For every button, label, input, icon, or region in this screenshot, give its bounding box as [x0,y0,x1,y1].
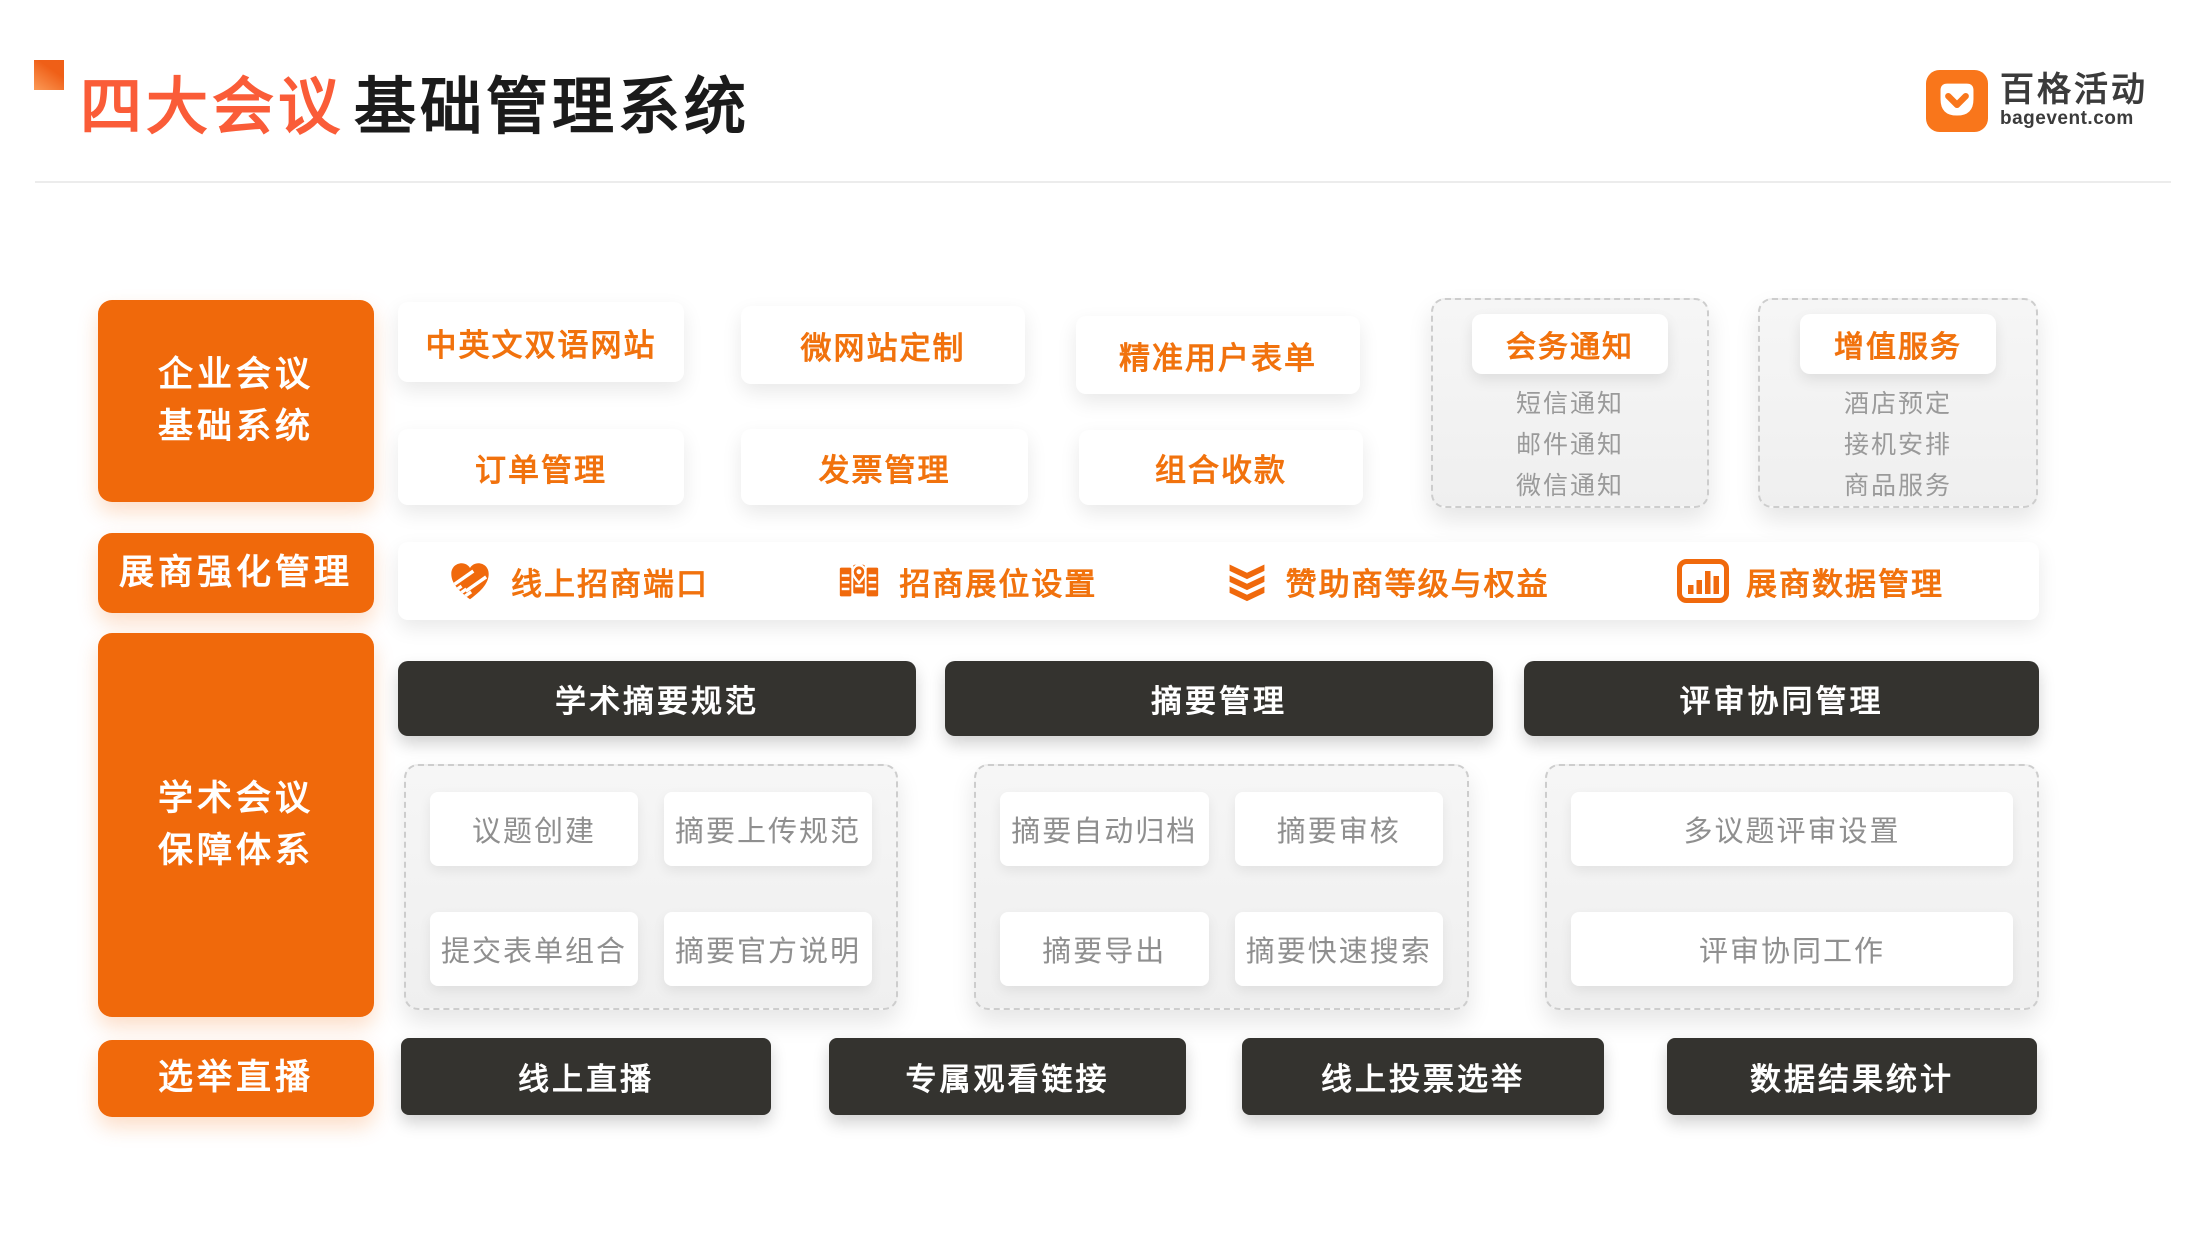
title-accent-square-icon [34,60,64,90]
section-label-line: 企业会议 [157,354,314,394]
abstract-spec-group: 议题创建 摘要上传规范 提交表单组合 摘要官方说明 [404,764,898,1010]
feature-card: 订单管理 [398,429,684,505]
exhibitor-feature: 招商展位设置 [836,558,1097,604]
group-item: 微信通知 [1515,472,1624,500]
header-divider [35,181,2171,183]
sub-card: 摘要自动归档 [1000,792,1209,866]
exhibitor-feature-label: 展商数据管理 [1745,566,1944,602]
exhibitor-feature: 赞助商等级与权益 [1225,558,1550,604]
section-label-election: 选举直播 [98,1040,374,1117]
notice-group: 会务通知 短信通知 邮件通知 微信通知 [1431,298,1709,508]
feature-card: 微网站定制 [741,306,1025,384]
exhibitor-feature-label: 线上招商端口 [511,566,709,602]
page-title-accent: 四大会议 [80,73,345,142]
exhibitor-feature-label: 赞助商等级与权益 [1285,566,1550,602]
exhibitor-feature-label: 招商展位设置 [899,566,1098,602]
group-item: 短信通知 [1515,390,1624,418]
sub-card: 摘要快速搜索 [1234,912,1443,986]
sponsor-tiers-icon [1229,564,1265,602]
section-label-line: 选举直播 [157,1058,314,1098]
bagevent-pocket-logo-icon [1926,70,1988,132]
feature-card: 中英文双语网站 [398,302,684,382]
abstract-management-group: 摘要自动归档 摘要审核 摘要导出 摘要快速搜索 [974,764,1469,1010]
group-item: 酒店预定 [1843,390,1952,418]
group-item: 商品服务 [1843,472,1952,500]
section-label-academic: 学术会议 保障体系 [98,633,374,1017]
group-item: 邮件通知 [1515,431,1624,459]
group-item: 接机安排 [1843,431,1952,459]
group-title: 会务通知 [1472,314,1668,374]
group-items: 酒店预定 接机安排 商品服务 [1760,384,2036,507]
election-feature: 数据结果统计 [1667,1038,2037,1115]
group-items: 短信通知 邮件通知 微信通知 [1433,384,1707,507]
sub-card: 摘要导出 [1000,912,1209,986]
academic-header: 学术摘要规范 [398,661,916,736]
exhibitor-feature-bar: 线上招商端口 招商展位设置 [398,542,2039,620]
feature-card: 发票管理 [741,429,1028,505]
election-feature: 线上投票选举 [1242,1038,1604,1115]
brand-name: 百格活动 [2000,70,2148,109]
sub-card: 多议题评审设置 [1571,792,2013,866]
section-label-line: 学术会议 [157,778,314,818]
heart-handshake-icon [451,563,489,600]
election-feature: 专属观看链接 [829,1038,1186,1115]
brand-domain: bagevent.com [2000,108,2134,130]
sub-card: 提交表单组合 [430,912,638,986]
sub-card: 评审协同工作 [1571,912,2013,986]
sub-card: 摘要审核 [1234,792,1443,866]
page-title-rest: 基础管理系统 [354,73,751,142]
brand-logo-text: 百格活动 bagevent.com [2000,70,2148,131]
election-feature: 线上直播 [401,1038,771,1115]
section-label-exhibitor: 展商强化管理 [98,533,374,613]
brand-logo: 百格活动 bagevent.com [1926,70,2148,132]
sub-card: 摘要官方说明 [664,912,872,986]
exhibitor-feature: 线上招商端口 [446,558,709,604]
review-collaboration-group: 多议题评审设置 评审协同工作 [1545,764,2039,1010]
academic-header: 评审协同管理 [1524,661,2039,736]
exhibitor-feature: 展商数据管理 [1676,559,1944,604]
feature-card: 组合收款 [1079,430,1363,505]
page-title: 四大会议基础管理系统 [80,56,750,146]
feature-card: 精准用户表单 [1076,316,1360,394]
section-label-line: 展商强化管理 [118,552,353,592]
value-added-group: 增值服务 酒店预定 接机安排 商品服务 [1758,298,2038,508]
booth-map-pin-icon [840,564,879,597]
sub-card: 摘要上传规范 [664,792,872,866]
bar-chart-icon [1676,559,1729,603]
group-title: 增值服务 [1800,314,1996,374]
sub-card: 议题创建 [430,792,638,866]
section-label-enterprise: 企业会议 基础系统 [98,300,374,502]
section-label-line: 基础系统 [157,407,314,446]
section-label-line: 保障体系 [157,831,314,870]
academic-header: 摘要管理 [945,661,1493,736]
